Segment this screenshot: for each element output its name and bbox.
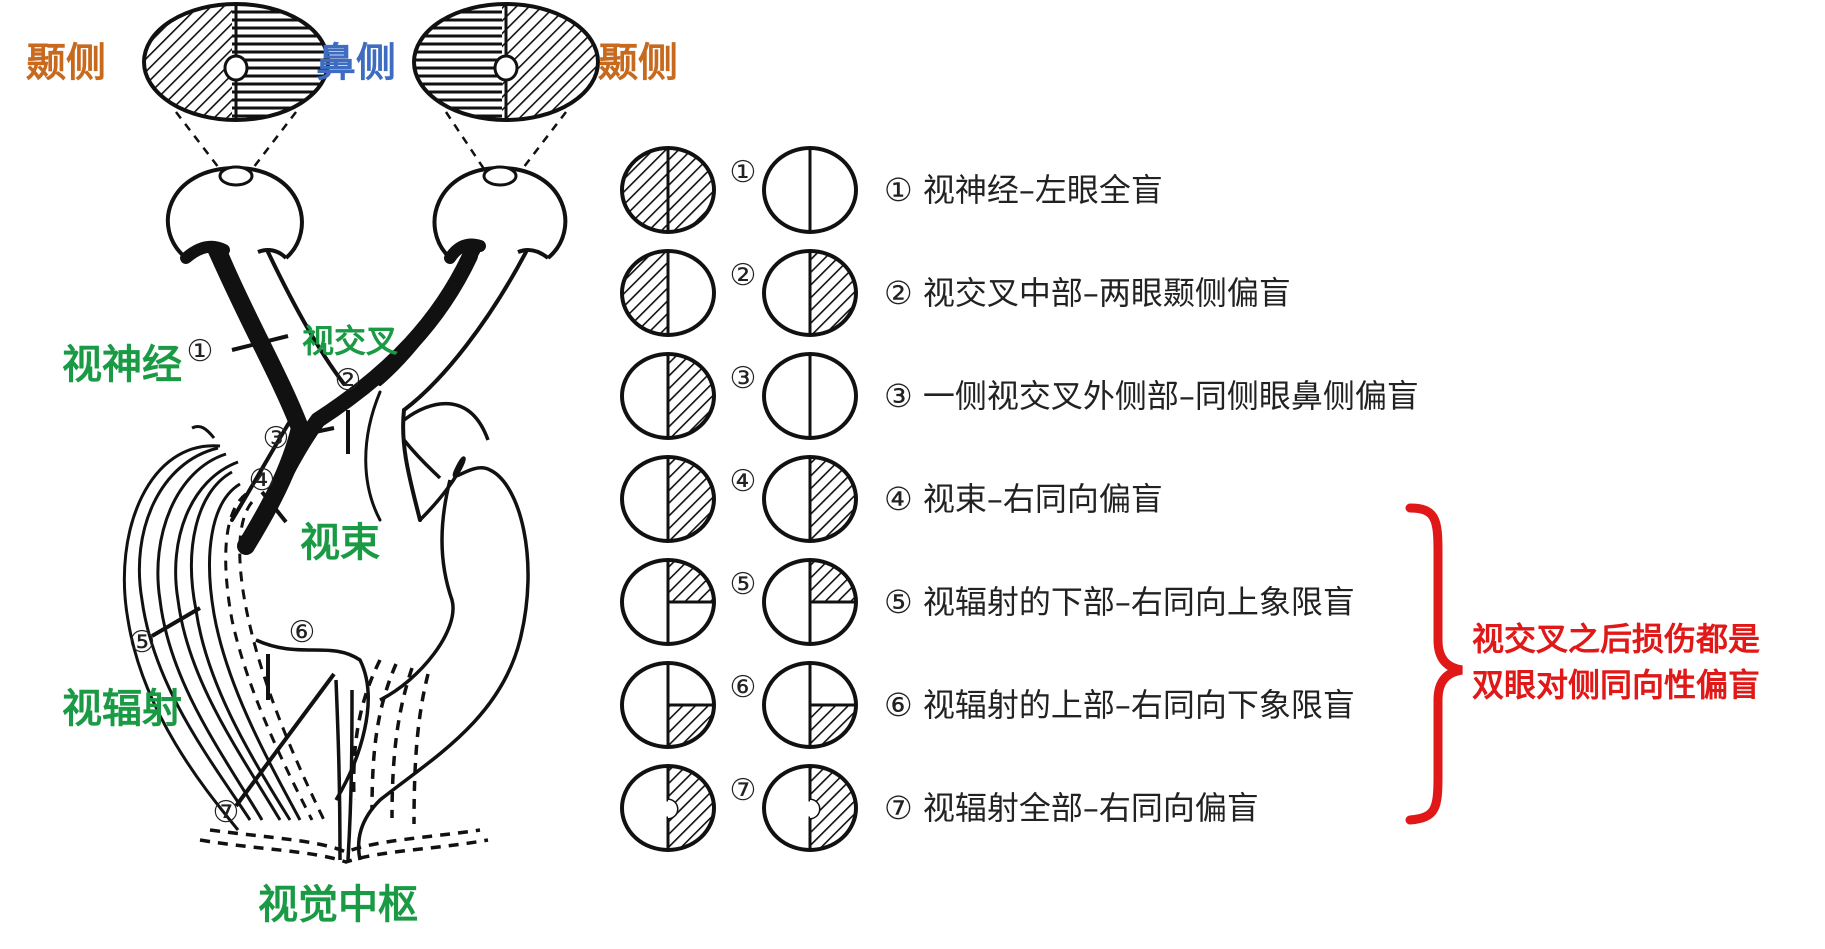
marker-1: ①	[187, 334, 214, 369]
left-eye-field	[620, 764, 716, 852]
lesion-cuts	[150, 334, 350, 808]
left-eye-field	[620, 352, 716, 440]
curly-brace	[1405, 503, 1463, 825]
right-eye-field	[762, 249, 858, 337]
left-eye-field	[620, 455, 716, 543]
right-eye-field	[762, 146, 858, 234]
optic-pathway	[208, 247, 528, 555]
row-marker: ④	[730, 464, 757, 499]
label-temporal-right: 颞侧	[598, 40, 678, 86]
field-defect-list: ① ① 视神经–左眼全盲 ② ② 视交叉中部–两眼颞侧偏盲 ③ ③ 一侧视交叉外侧部–同侧…	[620, 146, 1419, 852]
defect-row: ④ ④ 视束–右同向偏盲	[620, 455, 1163, 543]
defect-row: ⑥ ⑥ 视辐射的上部–右同向下象限盲	[620, 661, 1355, 749]
marker-4: ④	[249, 463, 276, 498]
note-line-2: 双眼对侧同向性偏盲	[1472, 666, 1760, 704]
right-hemisphere	[351, 402, 530, 861]
label-nasal: 鼻侧	[316, 40, 396, 86]
row-description: ⑤ 视辐射的下部–右同向上象限盲	[884, 583, 1355, 621]
marker-7: ⑦	[213, 795, 240, 830]
right-eye-visual-field	[412, 2, 600, 122]
marker-5: ⑤	[129, 625, 156, 660]
row-description: ③ 一侧视交叉外侧部–同侧眼鼻侧偏盲	[884, 377, 1419, 415]
row-description: ② 视交叉中部–两眼颞侧偏盲	[884, 274, 1291, 312]
right-eye-field	[762, 352, 858, 440]
label-optic-nerve: 视神经	[62, 342, 182, 388]
left-eye-field	[620, 558, 716, 646]
defect-row: ① ① 视神经–左眼全盲	[620, 146, 1163, 234]
defect-row: ② ② 视交叉中部–两眼颞侧偏盲	[620, 249, 1291, 337]
row-marker: ③	[730, 361, 757, 396]
left-eyeball	[165, 165, 304, 264]
marker-6: ⑥	[289, 615, 316, 650]
note-line-1: 视交叉之后损伤都是	[1472, 620, 1760, 658]
left-eye-field	[620, 146, 716, 234]
row-description: ④ 视束–右同向偏盲	[884, 480, 1163, 518]
label-visual-cortex: 视觉中枢	[258, 882, 418, 928]
pathway-markers: ① ② ③ ④ ⑤ ⑥ ⑦	[129, 334, 362, 830]
midline-cortex	[199, 638, 489, 864]
left-eye-field	[620, 661, 716, 749]
left-eye-visual-field	[142, 2, 330, 122]
optic-radiation	[122, 424, 326, 831]
row-description: ⑦ 视辐射全部–右同向偏盲	[884, 789, 1259, 827]
label-optic-tract: 视束	[300, 520, 380, 566]
defect-row: ⑤ ⑤ 视辐射的下部–右同向上象限盲	[620, 558, 1355, 646]
left-eye-field	[620, 249, 716, 337]
marker-2: ②	[335, 363, 362, 398]
right-eye-field	[762, 661, 858, 749]
marker-3: ③	[263, 421, 290, 456]
label-temporal-left: 颞侧	[26, 40, 106, 86]
right-eye-field	[762, 455, 858, 543]
label-optic-chiasm: 视交叉	[302, 322, 398, 360]
row-marker: ①	[730, 155, 757, 190]
row-marker: ⑤	[730, 567, 757, 602]
right-eye-field	[762, 558, 858, 646]
defect-row: ③ ③ 一侧视交叉外侧部–同侧眼鼻侧偏盲	[620, 352, 1419, 440]
row-marker: ②	[730, 258, 757, 293]
right-eyeball	[432, 165, 568, 264]
row-description: ① 视神经–左眼全盲	[884, 171, 1163, 209]
defect-row: ⑦ ⑦ 视辐射全部–右同向偏盲	[620, 764, 1259, 852]
row-marker: ⑦	[730, 773, 757, 808]
label-optic-radiation: 视辐射	[62, 686, 182, 732]
row-marker: ⑥	[730, 670, 757, 705]
row-description: ⑥ 视辐射的上部–右同向下象限盲	[884, 686, 1355, 724]
right-eye-field	[762, 764, 858, 852]
